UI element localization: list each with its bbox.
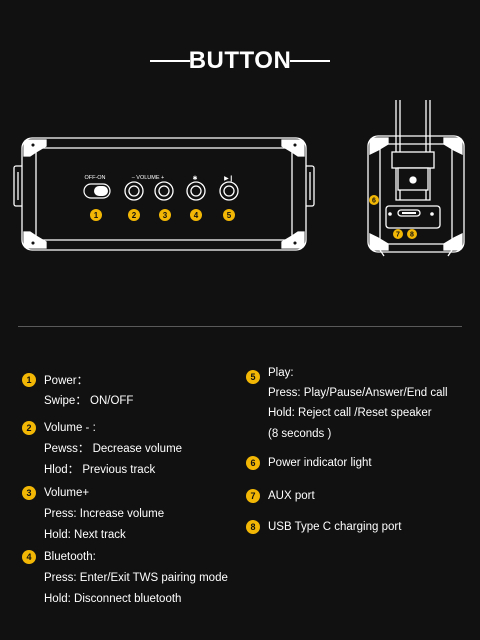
legend-badge: 3 xyxy=(22,486,36,500)
legend-badge: 1 xyxy=(22,373,36,387)
legend-badge: 5 xyxy=(246,370,260,384)
bluetooth-icon: ✱ xyxy=(192,175,197,182)
badge-5 xyxy=(223,209,235,221)
aux-port xyxy=(388,212,392,216)
header-rule-left xyxy=(150,60,190,62)
badge-7 xyxy=(393,229,403,239)
legend-title: Volume+ xyxy=(44,487,90,499)
bluetooth-button[interactable] xyxy=(186,181,206,201)
play-button[interactable] xyxy=(219,181,239,201)
speaker-side-view xyxy=(367,100,465,257)
page-title: BUTTON xyxy=(188,47,292,74)
volume-down-button[interactable] xyxy=(124,181,144,201)
legend-detail: Pewss： Decrease volume xyxy=(44,443,183,455)
legend-item-usb: 8 USB Type C charging port xyxy=(246,519,476,537)
power-switch[interactable] xyxy=(83,183,111,199)
legend-badge: 8 xyxy=(246,520,260,534)
badge-8 xyxy=(407,229,417,239)
badge-8-number: 8 xyxy=(410,232,414,239)
legend-title: Volume - : xyxy=(44,422,96,434)
power-indicator-light xyxy=(430,212,434,216)
legend-badge: 6 xyxy=(246,456,260,470)
section-divider xyxy=(18,326,462,327)
legend-item-volume-up: 3 Volume+ Press: Increase volume Hold: N… xyxy=(22,485,252,545)
speaker-diagram: OFF-ON – VOLUME + ✱ ▶❙ 1 2 3 4 5 xyxy=(13,100,465,257)
usb-c-port xyxy=(402,212,416,214)
section-header: BUTTON xyxy=(0,44,480,78)
switch-label: OFF-ON xyxy=(84,175,105,181)
legend-detail: (8 seconds ) xyxy=(268,428,332,440)
volume-up-button[interactable] xyxy=(154,181,174,201)
legend-title: Play: xyxy=(268,367,294,379)
legend-detail: Hold: Next track xyxy=(44,529,126,541)
badge-7-number: 7 xyxy=(396,232,400,239)
badge-3 xyxy=(159,209,171,221)
badge-3-number: 3 xyxy=(163,211,168,220)
legend-item-bluetooth: 4 Bluetooth: Press: Enter/Exit TWS pairi… xyxy=(22,549,252,609)
badge-6 xyxy=(369,195,379,205)
legend-title: USB Type C charging port xyxy=(268,521,402,533)
badge-1-number: 1 xyxy=(94,211,99,220)
header-rule-right xyxy=(290,60,330,62)
badge-4 xyxy=(190,209,202,221)
speaker-front-view xyxy=(13,137,315,251)
legend-item-power-indicator: 6 Power indicator light xyxy=(246,455,476,473)
legend-title: Bluetooth: xyxy=(44,551,96,563)
legend-item-volume-down: 2 Volume - : Pewss： Decrease volume Hlod… xyxy=(22,420,252,480)
legend-title: AUX port xyxy=(268,490,315,502)
play-pause-icon: ▶❙ xyxy=(224,175,234,182)
legend-detail: Press: Increase volume xyxy=(44,508,165,520)
legend-detail: Swipe： ON/OFF xyxy=(44,395,134,407)
badge-1 xyxy=(90,209,102,221)
badge-2 xyxy=(128,209,140,221)
badge-6-number: 6 xyxy=(372,198,376,205)
legend-detail: Press: Play/Pause/Answer/End call xyxy=(268,387,448,399)
legend-detail: Hold: Reject call /Reset speaker xyxy=(268,407,432,419)
legend-detail: Hold: Disconnect bluetooth xyxy=(44,593,182,605)
legend-badge: 7 xyxy=(246,489,260,503)
legend-badge: 4 xyxy=(22,550,36,564)
legend-title: Power indicator light xyxy=(268,457,372,469)
volume-label: – VOLUME + xyxy=(132,175,165,181)
legend-detail: Press: Enter/Exit TWS pairing mode xyxy=(44,572,228,584)
badge-2-number: 2 xyxy=(132,211,137,220)
legend-badge: 2 xyxy=(22,421,36,435)
legend-item-aux: 7 AUX port xyxy=(246,488,476,506)
badge-4-number: 4 xyxy=(194,211,199,220)
legend-item-power: 1 Power： Swipe： ON/OFF xyxy=(22,372,252,412)
legend-item-play: 5 Play: Press: Play/Pause/Answer/End cal… xyxy=(246,366,476,446)
legend-title: Power： xyxy=(44,375,89,387)
legend-detail: Hlod： Previous track xyxy=(44,464,156,476)
badge-5-number: 5 xyxy=(227,211,232,220)
